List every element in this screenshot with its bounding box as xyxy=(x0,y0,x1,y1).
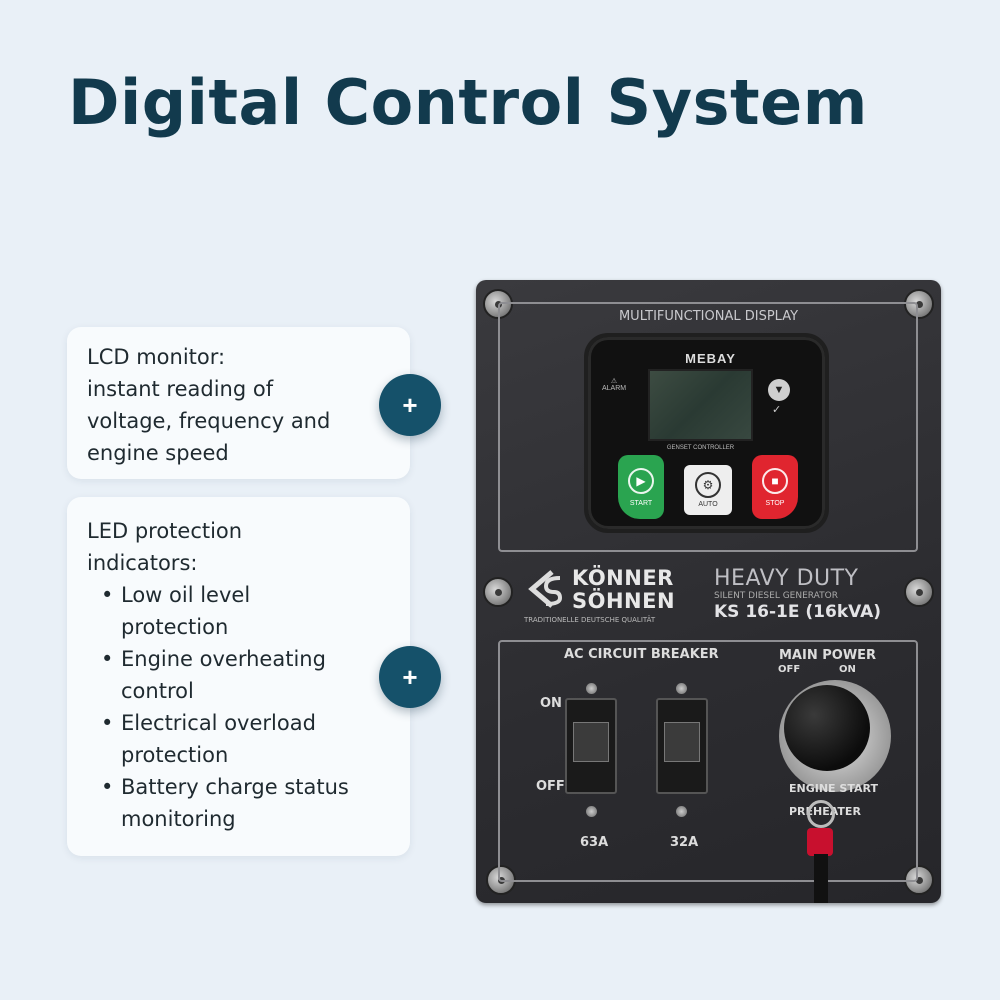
genset-controller: MEBAY ⚠ ALARM GENSET CONTROLLER ▼ ✓ ▶ ST… xyxy=(584,333,829,533)
key-icon xyxy=(807,800,835,828)
stop-label: STOP xyxy=(765,499,785,507)
stop-icon: ■ xyxy=(762,467,788,494)
list-item-text: Engine overheating xyxy=(121,647,326,671)
list-item-text: protection xyxy=(121,615,229,639)
lcd-caption: GENSET CONTROLLER xyxy=(666,445,735,451)
screw-icon xyxy=(904,289,934,319)
lcd-monitor-card: LCD monitor: instant reading of voltage,… xyxy=(67,327,410,479)
key-cable xyxy=(814,854,828,903)
heavy-duty-label: HEAVY DUTY xyxy=(714,566,859,591)
page-title: Digital Control System xyxy=(68,66,868,139)
key-fob xyxy=(807,828,833,856)
list-item: Battery charge status monitoring xyxy=(101,771,390,835)
screw-icon xyxy=(676,683,687,694)
engine-start-label: ENGINE START xyxy=(789,782,878,795)
model-label: KS 16-1E (16kVA) xyxy=(714,602,882,622)
silent-generator-label: SILENT DIESEL GENERATOR xyxy=(714,591,838,601)
list-item: Electrical overload protection xyxy=(101,707,390,771)
breaker-63a-switch[interactable] xyxy=(565,698,617,794)
alarm-icon: ⚠ xyxy=(610,378,618,385)
alarm-indicator: ⚠ ALARM xyxy=(602,377,626,392)
brand-logo-icon xyxy=(528,570,563,608)
stop-button[interactable]: ■ STOP xyxy=(752,455,798,519)
card-line: LED protection xyxy=(87,519,243,543)
main-power-off: OFF xyxy=(778,664,801,675)
display-label: MULTIFUNCTIONAL DISPLAY xyxy=(618,309,799,324)
auto-button[interactable]: ⚙ AUTO xyxy=(684,465,732,515)
breaker-32a-switch[interactable] xyxy=(656,698,708,794)
list-item-text: monitoring xyxy=(121,807,236,831)
card-line: instant reading of xyxy=(87,377,274,401)
list-item-text: Low oil level xyxy=(121,583,251,607)
main-power-label: MAIN POWER xyxy=(779,648,877,663)
breaker-frame xyxy=(498,640,918,882)
controller-brand: MEBAY xyxy=(685,351,736,366)
list-item-text: Battery charge status xyxy=(121,775,349,799)
control-panel-image: MULTIFUNCTIONAL DISPLAY MEBAY ⚠ ALARM GE… xyxy=(476,280,941,903)
brand-name-line1: KÖNNER xyxy=(572,566,674,590)
on-label: ON xyxy=(540,696,562,711)
list-item: Low oil level protection xyxy=(101,579,390,643)
main-power-knob[interactable] xyxy=(784,685,870,771)
breaker-label: AC CIRCUIT BREAKER xyxy=(564,647,719,662)
breaker-lever xyxy=(664,722,700,762)
list-item-text: control xyxy=(121,679,194,703)
chevron-down-icon[interactable]: ▼ xyxy=(768,379,790,401)
screw-icon xyxy=(586,683,597,694)
gear-icon: ⚙ xyxy=(695,472,721,498)
expand-lcd-button[interactable]: + xyxy=(379,374,441,436)
off-label: OFF xyxy=(536,779,565,794)
card-line: LCD monitor: xyxy=(87,345,226,369)
lcd-screen xyxy=(648,369,753,441)
check-icon: ✓ xyxy=(772,404,782,416)
brand-tagline: TRADITIONELLE DEUTSCHE QUALITÄT xyxy=(524,616,656,624)
screw-icon xyxy=(904,577,934,607)
screw-icon xyxy=(483,577,513,607)
screw-icon xyxy=(676,806,687,817)
rating-63a: 63A xyxy=(580,835,609,850)
start-label: START xyxy=(629,499,653,507)
list-item-text: protection xyxy=(121,743,229,767)
expand-led-button[interactable]: + xyxy=(379,646,441,708)
list-item: Engine overheating control xyxy=(101,643,390,707)
screw-icon xyxy=(586,806,597,817)
list-item-text: Electrical overload xyxy=(121,711,316,735)
main-power-on: ON xyxy=(839,664,856,675)
breaker-lever xyxy=(573,722,609,762)
card-line: engine speed xyxy=(87,441,229,465)
card-line: voltage, frequency and xyxy=(87,409,331,433)
alarm-label: ALARM xyxy=(602,385,627,392)
card-line: indicators: xyxy=(87,551,198,575)
rating-32a: 32A xyxy=(670,835,699,850)
auto-label: AUTO xyxy=(698,501,718,508)
led-protection-card: LED protection indicators: Low oil level… xyxy=(67,497,410,856)
display-frame xyxy=(498,302,918,552)
play-icon: ▶ xyxy=(628,467,654,494)
start-button[interactable]: ▶ START xyxy=(618,455,664,519)
protection-list: Low oil level protection Engine overheati… xyxy=(101,579,390,835)
brand-name-line2: SÖHNEN xyxy=(572,589,676,613)
